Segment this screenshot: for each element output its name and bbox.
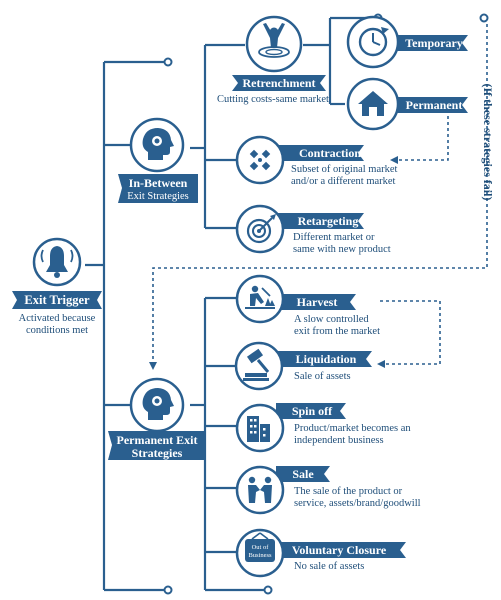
retargeting-title: Retargeting xyxy=(298,214,359,228)
bell-icon xyxy=(40,246,74,278)
in-between-subtitle: Exit Strategies xyxy=(127,191,189,202)
person-sinking-icon xyxy=(258,23,290,58)
permanent-exit-banner xyxy=(108,431,206,460)
out-of-business-sign-icon: Out of Business xyxy=(245,532,275,562)
spin-off-node: Spin off Product/market becomes an indep… xyxy=(235,403,411,453)
fail-note: (If these strategies fail) xyxy=(481,84,495,201)
harvest-icon xyxy=(245,285,275,309)
spin-off-desc-2: independent business xyxy=(294,435,384,446)
retrenchment-node: Retrenchment Cutting costs-same market xyxy=(217,15,329,105)
sale-banner xyxy=(276,466,330,482)
target-icon xyxy=(246,214,276,244)
head-gear-icon xyxy=(142,128,174,160)
house-icon xyxy=(358,91,388,116)
spin-off-title: Spin off xyxy=(292,404,333,418)
contraction-banner xyxy=(276,145,364,161)
exit-trigger-title: Exit Trigger xyxy=(24,293,90,307)
voluntary-closure-title: Voluntary Closure xyxy=(292,543,387,557)
sale-node: Sale The sale of the product or service,… xyxy=(235,465,421,515)
spin-off-banner xyxy=(276,403,346,419)
gavel-icon xyxy=(243,348,270,381)
harvest-desc-1: A slow controlled xyxy=(294,314,369,325)
sign-text-1: Out of xyxy=(252,544,270,551)
exit-trigger-desc-1: Activated because xyxy=(19,313,96,324)
spin-off-desc-1: Product/market becomes an xyxy=(294,423,411,434)
contract-arrows-icon xyxy=(249,149,271,171)
in-between-banner xyxy=(118,174,198,203)
arrowheads xyxy=(149,156,398,370)
harvest-node: Harvest A slow controlled exit from the … xyxy=(235,274,380,337)
retargeting-banner xyxy=(276,213,364,229)
exit-trigger-node: Exit Trigger Activated because condition… xyxy=(12,237,102,336)
sale-title: Sale xyxy=(292,467,314,481)
liquidation-title: Liquidation xyxy=(296,352,357,366)
dashed-arrows xyxy=(152,24,488,365)
harvest-desc-2: exit from the market xyxy=(294,326,380,337)
in-between-node: In-Between Exit Strategies xyxy=(118,117,198,203)
contraction-node: Contraction Subset of original market an… xyxy=(235,135,398,187)
voluntary-closure-desc: No sale of assets xyxy=(294,561,364,572)
retargeting-desc-2: same with new product xyxy=(293,244,391,255)
liquidation-node: Liquidation Sale of assets xyxy=(234,341,372,391)
contraction-desc-2: and/or a different market xyxy=(291,176,396,187)
head-gear-icon xyxy=(142,388,174,420)
exit-trigger-desc-2: conditions met xyxy=(26,325,88,336)
contraction-title: Contraction xyxy=(299,146,361,160)
temporary-node: Temporary xyxy=(346,15,468,69)
harvest-title: Harvest xyxy=(297,295,338,309)
voluntary-closure-banner xyxy=(276,542,406,558)
in-between-title: In-Between xyxy=(129,176,188,190)
sale-desc-2: service, assets/brand/goodwill xyxy=(294,498,421,509)
retrenchment-title: Retrenchment xyxy=(242,76,315,90)
permanent-exit-node: Permanent Exit Strategies xyxy=(108,377,206,460)
temporary-title: Temporary xyxy=(405,36,463,50)
clock-icon xyxy=(358,27,389,57)
liquidation-desc: Sale of assets xyxy=(294,371,351,382)
retargeting-desc-1: Different market or xyxy=(293,232,375,243)
permanent-node: Permanent xyxy=(346,77,468,131)
retargeting-node: Retargeting Different market or same wit… xyxy=(235,204,391,255)
sign-text-2: Business xyxy=(248,552,272,559)
handshake-icon xyxy=(248,476,272,503)
permanent-exit-title: Permanent Exit xyxy=(117,433,198,447)
permanent-exit-subtitle: Strategies xyxy=(132,446,183,460)
voluntary-closure-node: Voluntary Closure Out of Business No sal… xyxy=(235,528,406,578)
permanent-title: Permanent xyxy=(406,98,463,112)
buildings-icon xyxy=(247,416,270,442)
contraction-desc-1: Subset of original market xyxy=(291,164,398,175)
retrenchment-desc: Cutting costs-same market xyxy=(217,94,329,105)
liquidation-banner xyxy=(276,351,372,367)
exit-trigger-banner xyxy=(12,291,102,309)
sale-desc-1: The sale of the product or xyxy=(294,486,403,497)
harvest-banner xyxy=(276,294,356,310)
retrenchment-banner xyxy=(232,75,326,91)
